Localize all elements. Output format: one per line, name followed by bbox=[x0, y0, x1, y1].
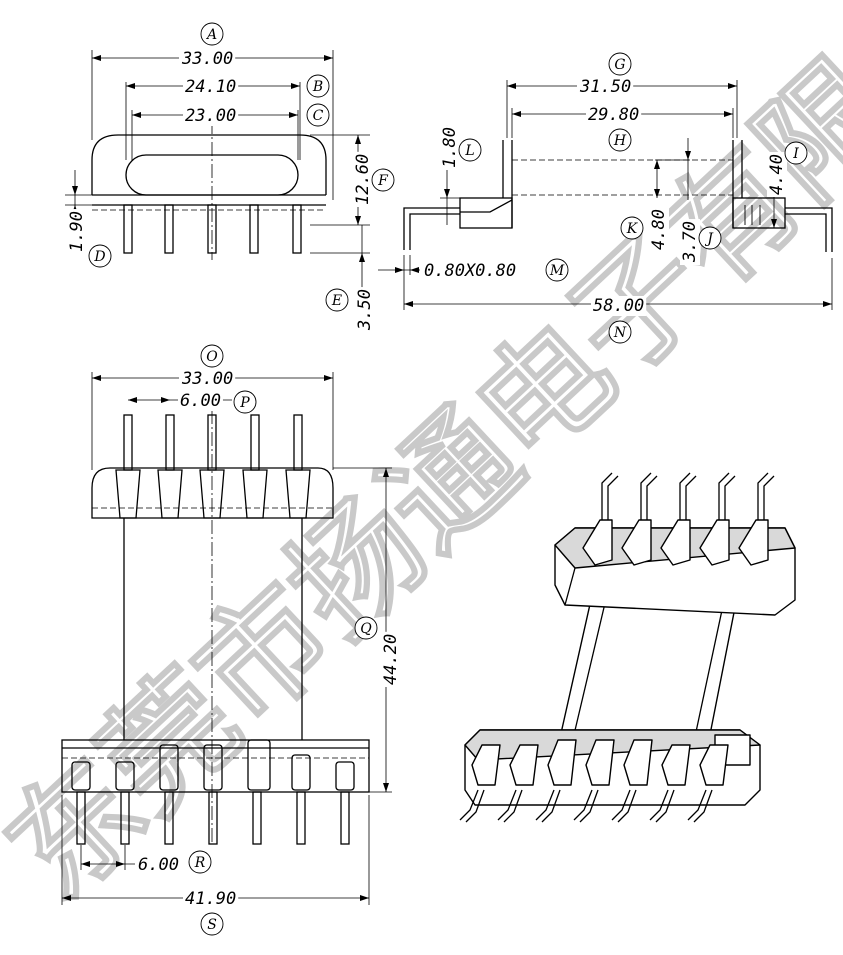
dimension-value-bg-f bbox=[353, 151, 373, 207]
dimension-value-l: 1.80 bbox=[440, 127, 460, 168]
dimension-letter-i: I bbox=[792, 146, 799, 162]
dimension-letter-r: R bbox=[194, 855, 206, 871]
dimension-letter-circle-n bbox=[608, 320, 632, 344]
dimension-letter-circle-b bbox=[306, 74, 330, 98]
dimension-value-bg-o bbox=[179, 369, 236, 389]
dimension-letter-b: B bbox=[312, 79, 323, 95]
dimension-value-m: 0.80X0.80 bbox=[424, 261, 516, 281]
dimension-letter-q: Q bbox=[360, 621, 372, 637]
dimension-letter-circle-i bbox=[784, 141, 808, 165]
dimension-value-bg-p bbox=[178, 391, 223, 411]
dimension-value-f: 12.60 bbox=[353, 154, 373, 205]
dimension-letter-k: K bbox=[626, 221, 639, 237]
dimension-value-a: 33.00 bbox=[181, 49, 233, 69]
dimension-value-n: 58.00 bbox=[593, 296, 644, 316]
dimension-letter-a: A bbox=[205, 27, 217, 43]
dimension-letter-circle-l bbox=[458, 138, 482, 162]
dimension-value-i: 4.40 bbox=[767, 154, 787, 195]
side-view bbox=[378, 80, 833, 310]
dimension-value-bg-j bbox=[680, 219, 700, 265]
dimension-value-h: 29.80 bbox=[588, 105, 639, 125]
dimension-value-c: 23.00 bbox=[185, 106, 236, 126]
dimension-letter-circle-c bbox=[306, 103, 330, 127]
dimension-value-o: 33.00 bbox=[181, 369, 233, 389]
dimension-letter-circle-o bbox=[200, 344, 224, 368]
dimension-letter-j: J bbox=[704, 231, 714, 247]
dimension-letter-m: M bbox=[549, 263, 565, 279]
dimension-letter-e: E bbox=[331, 293, 342, 309]
dimension-value-p: 6.00 bbox=[180, 391, 221, 411]
dimension-letter-circle-e bbox=[325, 288, 349, 312]
dimension-value-e: 3.50 bbox=[355, 289, 375, 331]
dimension-value-bg-m bbox=[422, 261, 519, 281]
dimension-value-bg-k bbox=[649, 207, 669, 252]
dimension-value-bg-a bbox=[179, 49, 236, 69]
dimension-value-bg-s bbox=[183, 889, 239, 909]
dimension-letter-circle-a bbox=[200, 22, 224, 46]
dimension-letter-circle-h bbox=[608, 128, 632, 152]
dimension-letter-circle-s bbox=[200, 912, 224, 936]
dimension-value-bg-r bbox=[136, 855, 181, 875]
dimension-value-bg-h bbox=[586, 105, 642, 125]
dimension-letter-circle-f bbox=[371, 168, 395, 192]
dimension-letter-circle-q bbox=[354, 616, 378, 640]
dimension-value-s: 41.90 bbox=[185, 889, 236, 909]
dimension-letter-circle-r bbox=[188, 850, 212, 874]
dimension-value-j: 3.70 bbox=[680, 221, 700, 263]
dimension-letter-h: H bbox=[613, 133, 627, 149]
dimension-value-bg-g bbox=[577, 77, 634, 97]
dimension-letter-p: P bbox=[239, 395, 250, 411]
dimension-value-bg-q bbox=[381, 631, 401, 687]
dimension-value-d: 1.90 bbox=[67, 211, 87, 252]
dimension-value-bg-l bbox=[440, 125, 460, 170]
dimension-value-bg-d bbox=[67, 209, 87, 254]
dimension-letter-l: L bbox=[464, 143, 474, 159]
dimension-letter-s: S bbox=[207, 917, 217, 933]
dimension-value-g: 31.50 bbox=[579, 77, 631, 97]
dimension-letter-o: O bbox=[206, 349, 218, 365]
dimension-value-q: 44.20 bbox=[381, 634, 401, 685]
isometric-view bbox=[459, 472, 796, 823]
dimension-value-bg-c bbox=[183, 106, 239, 126]
dimension-letter-n: N bbox=[613, 325, 627, 341]
dimension-value-bg-n bbox=[591, 296, 647, 316]
dimension-value-bg-e bbox=[355, 287, 375, 333]
dimension-letter-circle-m bbox=[545, 258, 569, 282]
dimension-value-b: 24.10 bbox=[185, 77, 236, 97]
dimension-letter-circle-j bbox=[698, 226, 722, 250]
dimension-letter-circle-g bbox=[608, 52, 632, 76]
dimension-letter-circle-p bbox=[233, 390, 257, 414]
dimension-value-k: 4.80 bbox=[649, 209, 669, 250]
dimension-letter-circle-d bbox=[88, 244, 112, 268]
dimension-letter-g: G bbox=[614, 57, 625, 73]
dimension-letter-f: F bbox=[377, 173, 389, 189]
dimension-value-bg-i bbox=[767, 152, 787, 197]
dimension-letter-c: C bbox=[313, 108, 324, 124]
dimension-letter-circle-k bbox=[620, 216, 644, 240]
dimension-value-r: 6.00 bbox=[138, 855, 179, 875]
dimension-value-bg-b bbox=[183, 77, 239, 97]
dimension-letter-d: D bbox=[93, 249, 105, 265]
